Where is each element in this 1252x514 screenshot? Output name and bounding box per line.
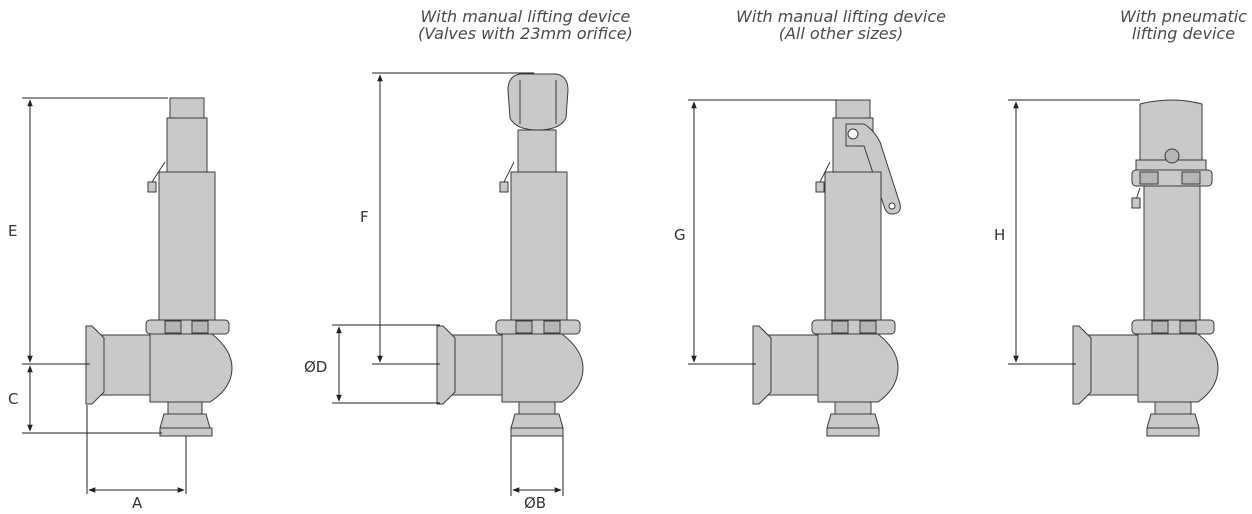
- caption-pneumatic-line1: With pneumatic: [1120, 7, 1247, 26]
- caption-manual-23mm-line2: (Valves with 23mm orifice): [418, 24, 633, 43]
- dim-label-c: C: [8, 390, 18, 408]
- valve-manual-other-bonnet: [824, 171, 882, 321]
- valve-manual-other-cap: [835, 99, 871, 119]
- caption-manual-other: With manual lifting device (All other si…: [736, 8, 946, 42]
- valve-manual-23mm: [436, 73, 584, 437]
- valve-standard-bonnet: [158, 171, 216, 321]
- dim-label-h: H: [994, 226, 1005, 244]
- caption-manual-23mm-line1: With manual lifting device: [420, 7, 631, 26]
- dims-valve-manual-23mm: [332, 72, 564, 496]
- valve-manual-other-body: [817, 333, 899, 403]
- valve-standard-body: [149, 333, 233, 403]
- valve-standard-cap: [169, 97, 205, 119]
- dim-label-a: A: [132, 494, 143, 512]
- valve-pneumatic-actuator: [1139, 99, 1203, 161]
- caption-manual-23mm: With manual lifting device (Valves with …: [418, 8, 633, 42]
- dims-valve-manual-other: [688, 99, 836, 365]
- dims-valve-standard: [22, 97, 187, 494]
- valve-pneumatic-bonnet: [1143, 185, 1201, 321]
- valve-manual-other: [752, 99, 901, 437]
- caption-manual-other-line1: With manual lifting device: [736, 7, 946, 26]
- caption-manual-other-line2: (All other sizes): [778, 24, 904, 43]
- valve-pneumatic-body: [1137, 333, 1219, 403]
- dims-valve-pneumatic: [1008, 99, 1140, 365]
- dim-label-d: ØD: [304, 358, 327, 376]
- valve-pneumatic: [1072, 99, 1219, 437]
- dim-label-g: G: [674, 226, 686, 244]
- valve-standard: [85, 97, 233, 437]
- valve-manual-23mm-knob: [507, 73, 569, 131]
- caption-pneumatic-line2: lifting device: [1131, 24, 1236, 43]
- valve-manual-other-lever: [845, 123, 901, 215]
- caption-pneumatic: With pneumatic lifting device: [1120, 8, 1247, 42]
- dim-label-b: ØB: [524, 494, 546, 512]
- valve-manual-23mm-bonnet: [510, 171, 568, 321]
- dim-label-f: F: [360, 208, 369, 226]
- valve-manual-23mm-body: [501, 333, 584, 403]
- dim-label-e: E: [8, 222, 17, 240]
